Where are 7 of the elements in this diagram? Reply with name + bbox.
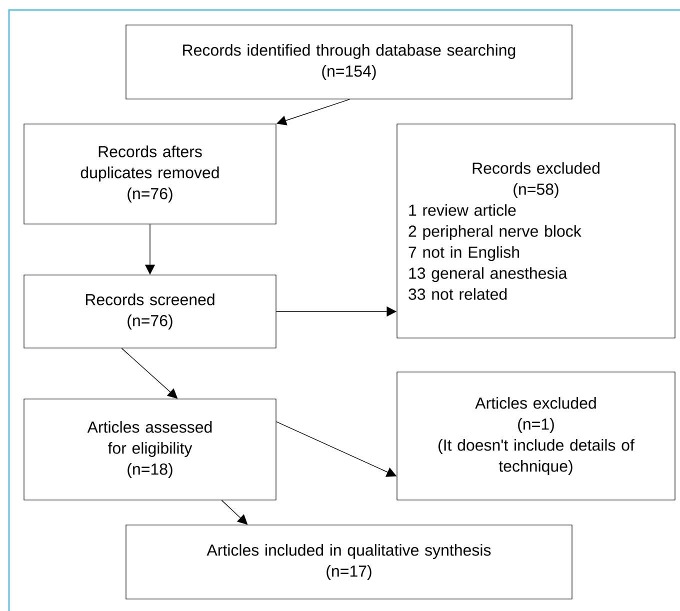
flow-box: Records identified through database searching (n=154) <box>126 24 572 100</box>
flow-box: Articles assessed for eligibility (n=18) <box>24 398 276 500</box>
flow-box: Articles included in qualitative synthesis (n=17) <box>126 524 572 600</box>
flow-box: Records excluded (n=58) 1 review article 2 peripheral nerve block 7 not in English 13 general anesthesia 33 not related <box>396 124 676 338</box>
flow-box: Records screened (n=76) <box>24 274 276 348</box>
flow-box: Articles excluded (n=1) (It doesn't include details of technique) <box>396 372 676 500</box>
flow-box: Records afters duplicates removed (n=76) <box>24 124 276 224</box>
